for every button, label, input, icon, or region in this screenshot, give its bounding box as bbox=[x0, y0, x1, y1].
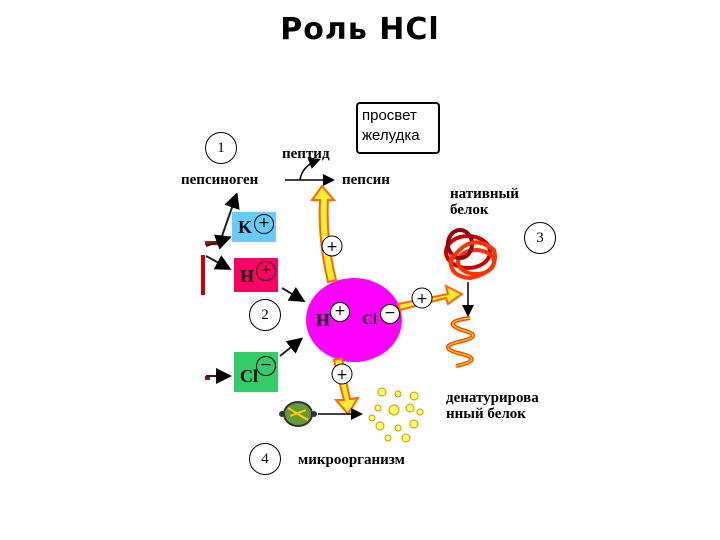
ball-hydrogen-symbol: H bbox=[316, 310, 331, 330]
step-number-4: 4 bbox=[249, 443, 281, 475]
plus-charge-icon: + bbox=[254, 214, 274, 234]
plus-charge-icon: + bbox=[256, 261, 276, 281]
native-protein-coil bbox=[444, 228, 497, 281]
plus-marker-right: + bbox=[411, 287, 433, 309]
h-to-hcl-arrow bbox=[281, 286, 306, 303]
chloride-ion-box: Cl − bbox=[234, 352, 278, 392]
minus-charge-icon: − bbox=[380, 304, 400, 324]
svg-text:+: + bbox=[336, 367, 348, 383]
denatured-protein-label: денатурированный белок bbox=[446, 390, 539, 422]
step-number-3: 3 bbox=[524, 222, 556, 254]
plus-marker-top: + bbox=[321, 235, 343, 257]
k-to-pepsinogen-arrow bbox=[221, 192, 240, 237]
peptide-label: пептид bbox=[282, 146, 330, 162]
destroyed-microorganism bbox=[368, 387, 424, 443]
svg-text:+: + bbox=[326, 239, 338, 255]
step-number-1: 1 bbox=[205, 132, 237, 164]
potassium-symbol: K bbox=[238, 217, 253, 237]
hydrogen-ion-box: H + bbox=[234, 258, 278, 292]
plus-charge-icon: + bbox=[330, 302, 350, 322]
cl-to-hcl-arrow bbox=[279, 337, 304, 357]
pepsin-label: пепсин bbox=[342, 172, 390, 188]
plus-marker-bottom: + bbox=[331, 363, 353, 385]
svg-text:+: + bbox=[416, 291, 428, 307]
hcl-to-pepsin-arrow bbox=[310, 184, 338, 284]
minus-charge-icon: − bbox=[256, 356, 276, 376]
gastric-lumen-label: просвет желудка bbox=[356, 102, 440, 154]
hcl-ball bbox=[306, 278, 402, 362]
feed-to-h-arrow bbox=[205, 255, 232, 270]
page-title: Роль HCl bbox=[280, 12, 440, 47]
peptide-release-arrow bbox=[299, 157, 321, 181]
native-protein-label: нативный белок bbox=[450, 186, 519, 218]
feed-to-k-arrow bbox=[205, 234, 232, 250]
hydrogen-symbol: H bbox=[240, 266, 255, 286]
microorganism-label: микроорганизм bbox=[298, 452, 405, 468]
chloride-symbol: Cl bbox=[240, 366, 258, 386]
pepsinogen-label: пепсиноген bbox=[181, 172, 259, 188]
microorganism-cell bbox=[279, 401, 317, 427]
step-number-2: 2 bbox=[249, 299, 281, 331]
hcl-ball-contents: H + Cl − bbox=[312, 300, 402, 340]
potassium-ion-box: K + bbox=[232, 212, 276, 242]
ball-chloride-symbol: Cl bbox=[362, 312, 377, 328]
